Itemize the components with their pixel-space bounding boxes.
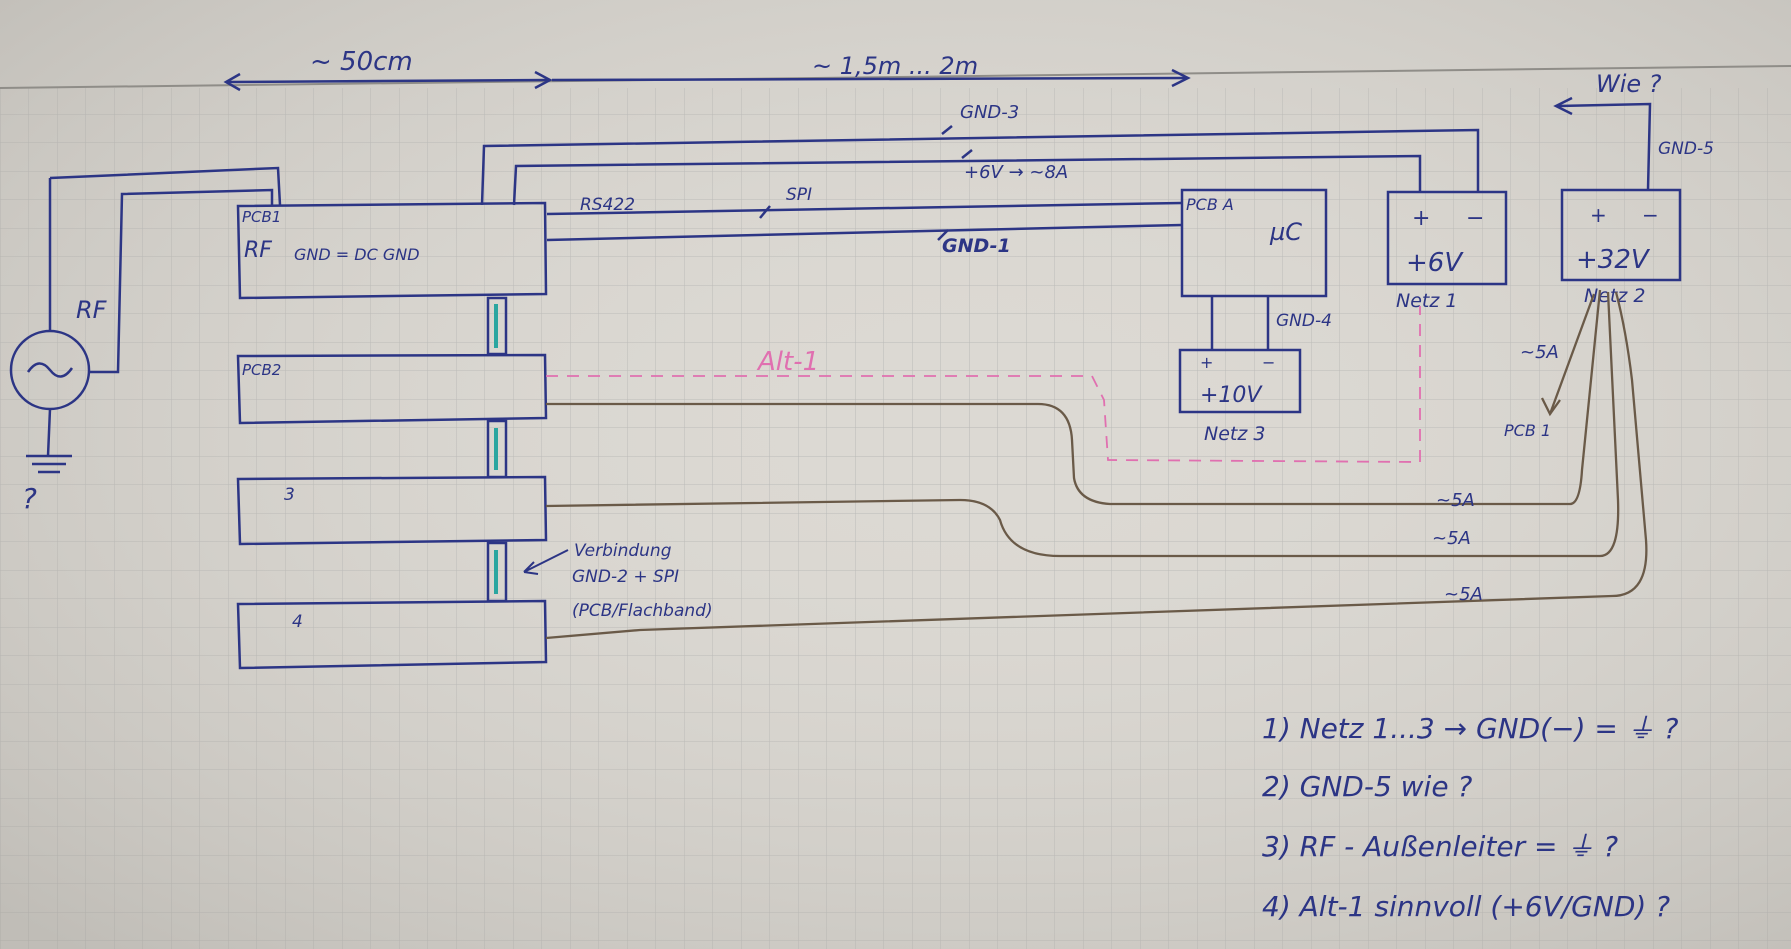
paper-fold-line xyxy=(0,65,1791,89)
rf-label: RF xyxy=(76,296,108,324)
label-gnd4: GND-4 xyxy=(1276,311,1332,331)
alt1-label: Alt-1 xyxy=(756,347,819,377)
pcb2-label: PCB2 xyxy=(242,361,281,379)
pcb3: 3 xyxy=(236,475,548,546)
question-2: 2) GND-5 wie ? xyxy=(1262,770,1472,803)
netz1-name: Netz 1 xyxy=(1396,290,1457,312)
board-connectors xyxy=(486,296,508,603)
label-5a-line1: ~5A xyxy=(1436,490,1475,511)
netz1-plus: + xyxy=(1412,206,1430,231)
netz3-plus: + xyxy=(1200,353,1213,372)
blue-wiring xyxy=(480,96,1652,350)
dimension-left-label: ~ 50cm xyxy=(310,47,413,77)
pcb4: 4 xyxy=(236,599,548,670)
dimension-right xyxy=(551,68,1191,88)
pcb-a: PCB A µC xyxy=(1180,188,1328,298)
connection-line-1: Verbindung xyxy=(574,541,672,561)
netz3: + − +10V Netz 3 xyxy=(1178,348,1302,445)
pcb1-gnd-note: GND = DC GND xyxy=(294,245,420,264)
netz3-minus: − xyxy=(1262,353,1275,372)
label-pcb1-ref: PCB 1 xyxy=(1504,421,1551,440)
netz1: + − +6V Netz 1 xyxy=(1386,190,1508,312)
label-gnd1: GND-1 xyxy=(942,235,1011,257)
brown-power-lines xyxy=(545,289,1648,640)
alt1-path xyxy=(546,306,1421,463)
label-5a-line3: ~5A xyxy=(1444,584,1483,605)
netz3-voltage: +10V xyxy=(1200,383,1263,408)
pcb1-label: PCB1 xyxy=(242,208,281,226)
netz3-name: Netz 3 xyxy=(1204,423,1265,445)
label-wie: Wie ? xyxy=(1596,70,1662,98)
label-spi: SPI xyxy=(786,185,812,205)
pcb2: PCB2 xyxy=(236,353,548,425)
netz2-voltage: +32V xyxy=(1576,245,1651,275)
label-gnd5: GND-5 xyxy=(1658,139,1714,159)
dimension-right-label: ~ 1,5m ... 2m xyxy=(812,52,978,80)
label-rs422: RS422 xyxy=(580,195,635,215)
question-3: 3) RF - Außenleiter = ⏚ ? xyxy=(1262,830,1618,863)
question-4: 4) Alt-1 sinnvoll (+6V/GND) ? xyxy=(1262,890,1670,923)
ground-question: ? xyxy=(22,482,37,515)
pcb-a-mc: µC xyxy=(1269,218,1302,246)
netz2-minus: − xyxy=(1642,203,1659,227)
rf-source xyxy=(9,166,282,474)
question-1: 1) Netz 1...3 → GND(−) = ⏚ ? xyxy=(1262,712,1679,745)
label-gnd3: GND-3 xyxy=(960,102,1019,123)
connection-line-3: (PCB/Flachband) xyxy=(572,601,713,621)
questions-list: 1) Netz 1...3 → GND(−) = ⏚ ? 2) GND-5 wi… xyxy=(1262,712,1679,923)
connection-arrow xyxy=(523,549,569,575)
connection-line-2: GND-2 + SPI xyxy=(572,567,679,587)
pcb1-rf: RF xyxy=(244,238,272,263)
netz1-minus: − xyxy=(1466,206,1484,231)
label-5a-netz2: ~5A xyxy=(1520,342,1559,363)
pcb1: PCB1 RF GND = DC GND xyxy=(236,201,548,300)
pcb4-label: 4 xyxy=(292,612,303,632)
dimension-left xyxy=(223,70,553,92)
label-plus6v-8a: +6V → ~8A xyxy=(964,162,1068,183)
netz2-plus: + xyxy=(1590,203,1607,227)
pcb3-label: 3 xyxy=(284,485,295,505)
netz1-voltage: +6V xyxy=(1406,248,1464,278)
label-5a-line2: ~5A xyxy=(1432,528,1471,549)
pcb-a-label: PCB A xyxy=(1186,195,1234,214)
